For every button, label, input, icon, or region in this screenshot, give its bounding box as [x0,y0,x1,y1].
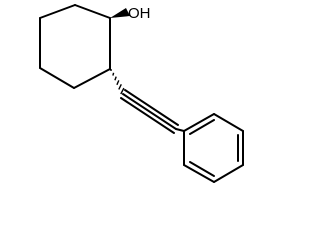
ring-bond [213,164,244,183]
hash-line [112,72,115,76]
ring-bond [183,113,215,132]
ring-bond [39,67,75,89]
ring-bond [183,164,215,183]
aromatic-inner-bond [189,161,215,177]
hashed-bond-to-alkyne [110,69,125,95]
ring-bond [213,113,244,132]
hash-line [114,76,117,81]
ring-bond [73,68,111,89]
hash-line [120,87,125,95]
hash-line [118,83,122,90]
benzene-ring [183,113,244,183]
phenyl-attachment-bond [175,128,185,132]
wedge-bond-to-hydroxyl [110,8,130,18]
triple-bond-line [124,89,179,126]
ring-bond [39,4,76,19]
hydroxyl-label: OH [128,5,151,22]
triple-bond [120,89,179,134]
hash-line [116,80,120,86]
triple-bond-line [122,93,177,130]
cyclohexane-ring [39,4,111,89]
ring-bond [74,4,111,19]
aromatic-inner-bond [189,119,215,135]
chemical-structure: OH [39,4,244,183]
triple-bond-line [120,97,175,134]
